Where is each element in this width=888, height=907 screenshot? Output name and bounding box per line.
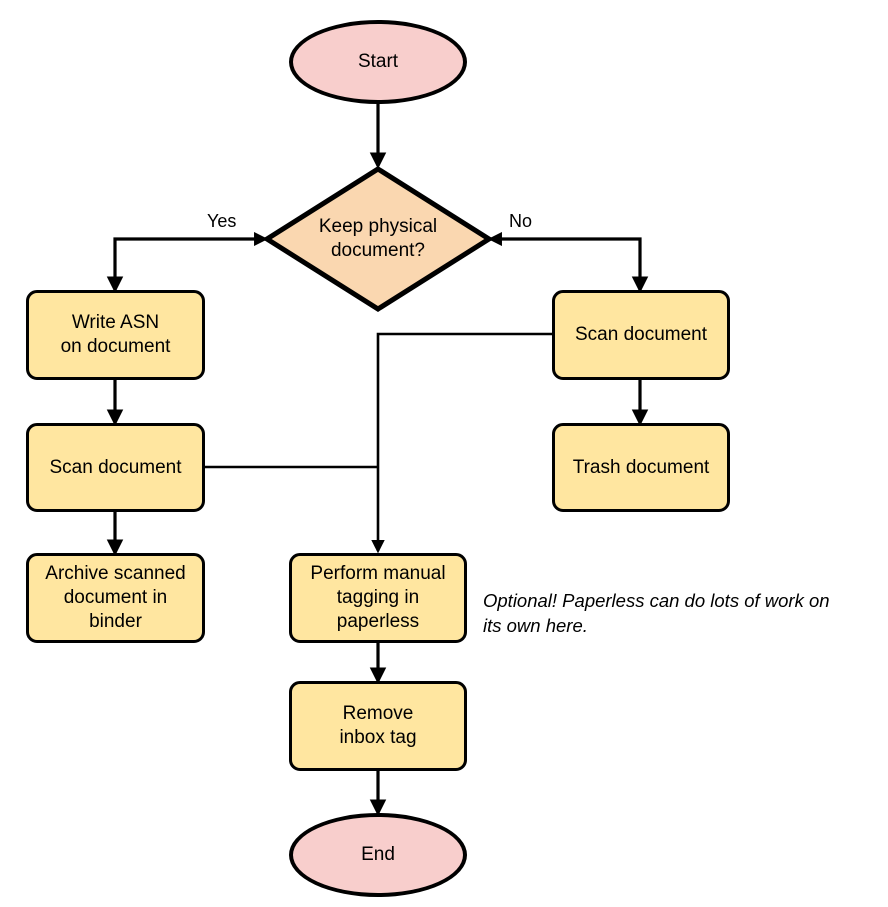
node-end[interactable]: End xyxy=(289,813,467,897)
edge-decision-no-to-scan-right xyxy=(487,231,649,293)
edge-label-no: No xyxy=(509,211,533,231)
node-start-label: Start xyxy=(357,51,399,73)
node-scan-document-left[interactable]: Scan document xyxy=(26,423,205,512)
node-trash-document[interactable]: Trash document xyxy=(552,423,730,512)
node-remove-inbox-label-line2: inbox tag xyxy=(339,727,417,748)
edge-decision-yes-to-write-asn xyxy=(106,231,269,293)
annotation-line1: Optional! Paperless can do lots of work … xyxy=(483,590,830,611)
node-manual-tagging-label-line2: tagging in xyxy=(336,587,420,609)
node-start[interactable]: Start xyxy=(289,20,467,104)
node-archive-label-line1: Archive scanned xyxy=(45,563,186,585)
node-manual-tagging-label-line1: Perform manual xyxy=(310,563,446,585)
node-archive-scanned-document[interactable]: Archive scanned document in binder xyxy=(26,553,205,643)
node-write-asn-label-line2: on document xyxy=(60,336,171,357)
annotation-optional-paperless: Optional! Paperless can do lots of work … xyxy=(483,589,888,639)
decision-diamond-shape xyxy=(262,166,494,312)
node-write-asn-label-line1: Write ASN xyxy=(71,312,160,334)
node-archive-label-line3: binder xyxy=(89,610,142,632)
node-scan-document-right-label: Scan document xyxy=(574,324,708,346)
edge-label-yes: Yes xyxy=(207,211,237,231)
node-scan-document-right[interactable]: Scan document xyxy=(552,290,730,380)
node-end-label: End xyxy=(361,844,395,866)
node-remove-inbox-tag[interactable]: Remove inbox tag xyxy=(289,681,467,771)
node-decision-keep-physical-document[interactable]: Keep physical document? xyxy=(262,166,494,312)
node-write-asn-on-document[interactable]: Write ASN on document xyxy=(26,290,205,380)
node-remove-inbox-label-line1: Remove xyxy=(342,703,414,725)
node-perform-manual-tagging[interactable]: Perform manual tagging in paperless xyxy=(289,553,467,643)
annotation-line2: its own here. xyxy=(483,614,588,636)
node-scan-document-left-label: Scan document xyxy=(49,456,182,478)
node-manual-tagging-label-line3: paperless xyxy=(336,610,420,632)
node-trash-document-label: Trash document xyxy=(572,456,710,478)
edge-scan-right-to-manual-tagging xyxy=(371,332,552,554)
node-archive-label-line2: document in xyxy=(63,587,168,609)
